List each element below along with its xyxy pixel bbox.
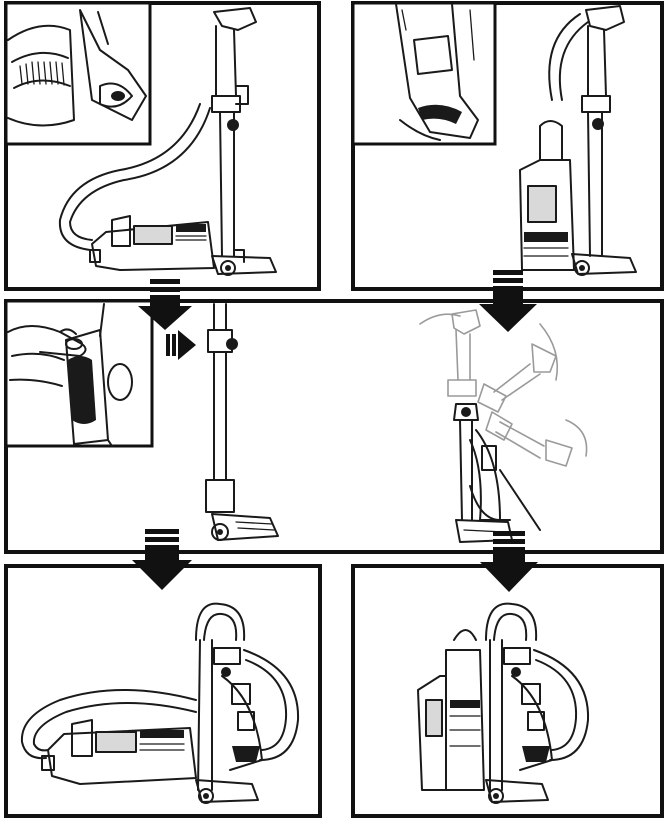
vacuum-canister-icon xyxy=(58,7,277,276)
vacuum-pod-carry-icon xyxy=(417,602,590,804)
panel-release-and-recline xyxy=(4,299,664,554)
vacuum-pod-icon xyxy=(519,5,637,276)
inset-handle-closeup xyxy=(351,1,497,146)
panel-pod-carry xyxy=(351,564,664,818)
vacuum-canister-carry-icon xyxy=(20,602,300,804)
arrow-down-left xyxy=(138,279,192,330)
panel-pod-attached xyxy=(351,1,664,291)
inset-latch-closeup xyxy=(4,1,152,146)
vacuum-release-icon xyxy=(205,303,279,541)
inset-release-button-closeup xyxy=(4,299,154,448)
panel-canister-attached xyxy=(4,1,321,291)
panel-canister-carry xyxy=(4,564,322,818)
vacuum-recline-motion-icon xyxy=(419,309,588,543)
arrow-down-lower-left xyxy=(132,529,192,590)
arrow-down-right xyxy=(479,270,537,332)
arrow-down-lower-right xyxy=(480,531,538,592)
arrow-right xyxy=(166,330,196,360)
